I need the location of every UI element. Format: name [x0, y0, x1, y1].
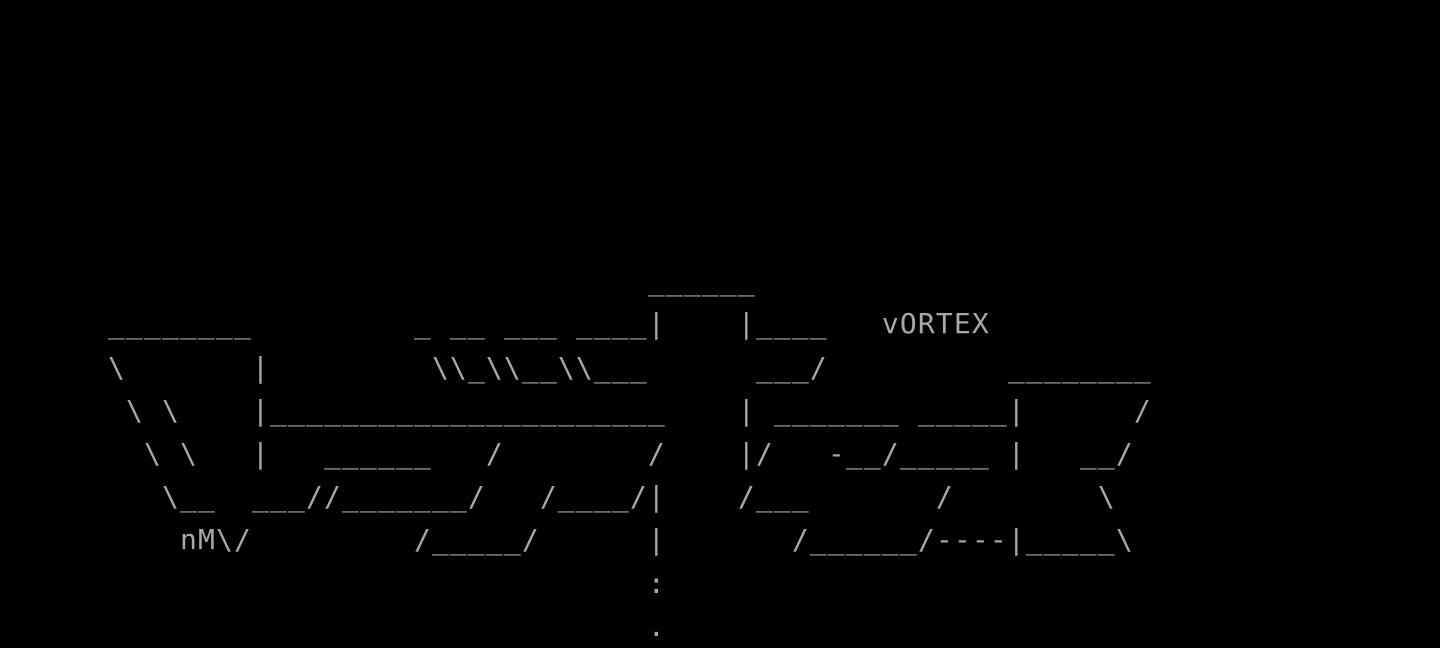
ascii-art-row: \ \ |______________________ | _______ __…: [0, 393, 1152, 427]
ascii-art-row: \__ ___//_______/ /____/| /___ / \: [0, 480, 1116, 514]
ascii-art-row: \ | \\_\\__\\___ ___/ ________: [0, 350, 1152, 384]
ascii-art-row: ______: [0, 264, 756, 298]
ascii-art-row: .: [0, 609, 666, 643]
ascii-art-row: :: [0, 566, 666, 600]
ascii-art-title-row: ________ _ __ ___ ____| |____ vORTEX: [0, 307, 990, 341]
ascii-art-signature-row: nM\/ /_____/ | /______/----|_____\: [0, 523, 1134, 557]
ascii-art-row: \ \ | ______ / / |/ -__/_____ | __/: [0, 437, 1134, 470]
